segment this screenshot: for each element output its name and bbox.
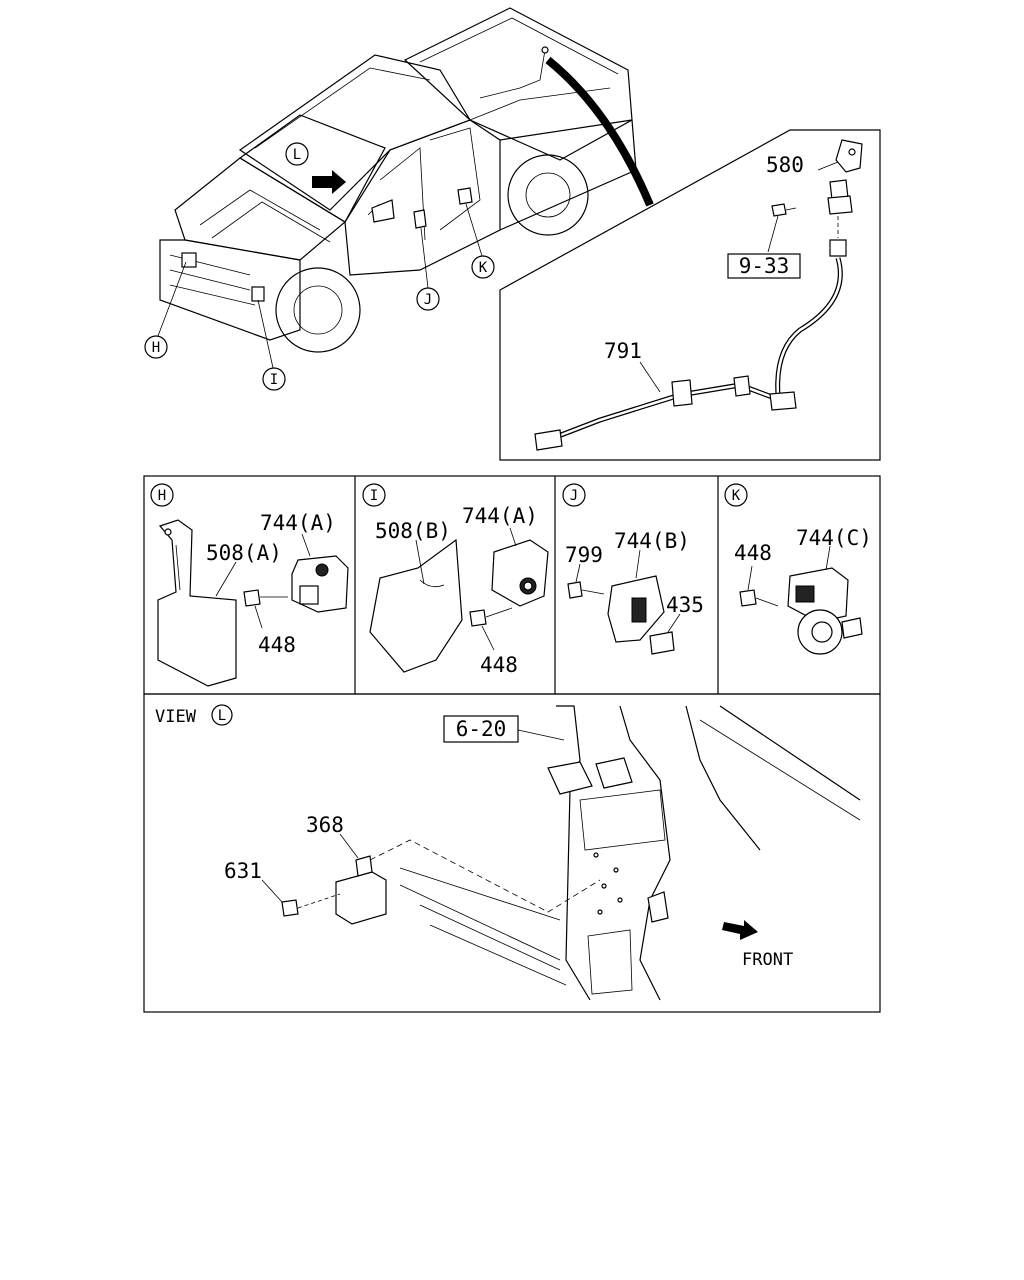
rear-wheel	[507, 154, 589, 236]
panel-j: J 799 744(B) 435	[562, 483, 704, 655]
label-508a: 508(A)	[206, 541, 282, 565]
module-368	[335, 871, 387, 925]
sensor-744a-i	[491, 539, 549, 607]
label-448-i: 448	[480, 653, 518, 677]
label-508b: 508(B)	[375, 519, 451, 543]
sensor-h-marker	[181, 252, 197, 268]
label-744c: 744(C)	[796, 526, 872, 550]
sensor-744c	[787, 567, 849, 623]
panel-k: K 448 744(C)	[724, 483, 872, 655]
label-791: 791	[604, 339, 642, 363]
label-744a-i: 744(A)	[462, 504, 538, 528]
label-448-k: 448	[734, 541, 772, 565]
sensor-k-marker	[457, 187, 473, 205]
bracket-508b	[369, 538, 463, 673]
callout-k-top: K	[465, 203, 495, 279]
svg-text:H: H	[158, 488, 166, 504]
view-l-arrow	[312, 170, 346, 194]
svg-text:L: L	[293, 147, 301, 163]
svg-text:K: K	[479, 260, 488, 276]
view-l-panel: VIEW L 6-20 368	[143, 693, 881, 1013]
svg-text:I: I	[270, 372, 278, 388]
label-744b: 744(B)	[614, 529, 690, 553]
ref-box-6-20	[443, 715, 519, 743]
svg-text:H: H	[152, 340, 160, 356]
svg-text:K: K	[732, 488, 741, 504]
label-368: 368	[306, 813, 344, 837]
callout-l-top: L	[285, 142, 309, 166]
bracket-580	[835, 139, 863, 173]
connector-435	[649, 631, 675, 655]
view-label: VIEW	[155, 707, 197, 727]
front-arrow	[722, 920, 758, 940]
callout-i-top: I	[257, 299, 286, 391]
harness-connector	[534, 429, 563, 451]
front-wheel	[275, 267, 361, 353]
svg-text:J: J	[570, 488, 578, 504]
svg-text:J: J	[424, 292, 432, 308]
panel-h: H 508(A) 744(A) 448	[150, 483, 349, 687]
svg-text:L: L	[218, 708, 226, 724]
label-631: 631	[224, 859, 262, 883]
label-448-h: 448	[258, 633, 296, 657]
truck-illustration	[159, 7, 654, 353]
label-435: 435	[666, 593, 704, 617]
svg-text:I: I	[370, 488, 378, 504]
label-799: 799	[565, 543, 603, 567]
label-580: 580	[766, 153, 804, 177]
callout-j-top: J	[416, 227, 440, 311]
front-label: FRONT	[742, 950, 793, 970]
panel-i: I 508(B) 744(A) 448	[362, 483, 549, 677]
svg-text:9-33: 9-33	[739, 254, 790, 278]
label-744a-h: 744(A)	[260, 511, 336, 535]
svg-text:6-20: 6-20	[456, 717, 507, 741]
sensor-i-marker	[251, 286, 265, 302]
ref-box-9-33	[727, 253, 801, 279]
callout-h-top: H	[144, 261, 187, 359]
harness-detail-box: 580 9-33 791	[499, 129, 881, 461]
sensor-j-marker	[413, 209, 427, 229]
